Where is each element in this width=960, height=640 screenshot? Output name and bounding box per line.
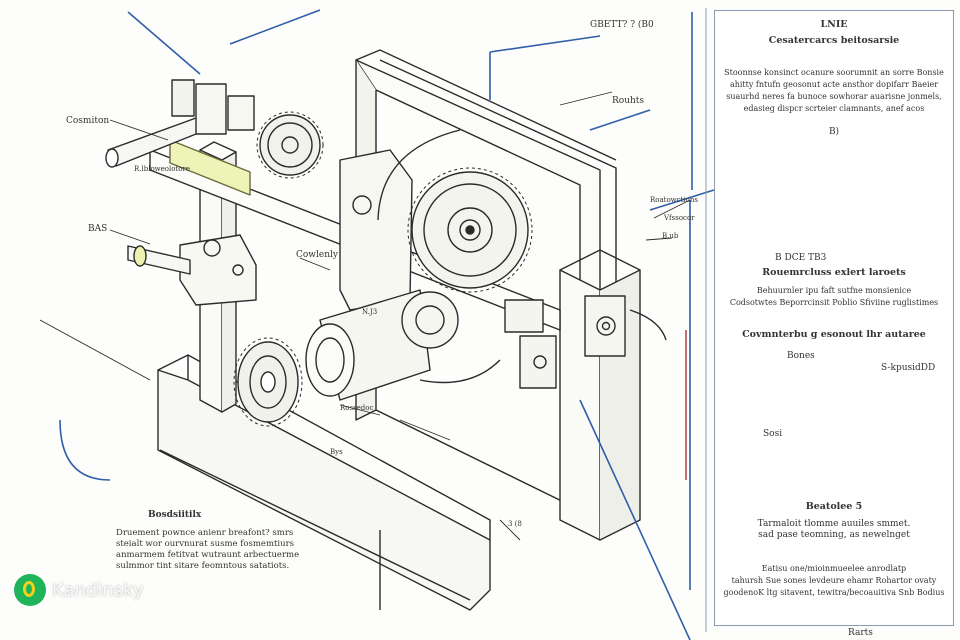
section1-text: Behuurnler ipu faft sutfne monsienice Co… <box>715 285 953 309</box>
label-motor: Rossedoc <box>340 404 374 412</box>
intro-line: suaurhd neres fa bunoce sowhorar auarisn… <box>726 92 942 101</box>
label-top-center: GBETT? ? (B0 <box>590 20 654 30</box>
label-right-mid-3: B.ub <box>662 232 679 240</box>
right-panel: LNIE Cesatercarcs beitosarsie Stoonnse k… <box>714 10 954 626</box>
right-panel-subtitle: Cesatercarcs beitosarsie <box>768 35 900 46</box>
section3-heading: Beatolee 5 <box>805 501 863 512</box>
label-mid-small: N.J3 <box>362 308 378 316</box>
fig1-label: B) <box>828 127 840 137</box>
fig2-label-left: Bones <box>787 351 815 361</box>
section3-text: Tarmaloit tlomme auuiles smmet. sad pase… <box>715 519 953 541</box>
bottom-block-line: anmarmem fetitvat wutraunt arbectuerme <box>116 550 300 560</box>
fig1-callout: B DCE TB3 <box>775 253 827 263</box>
bottom-block-line: sulmmor tint sitare feomntous satatiots. <box>116 561 290 571</box>
label-right-mid-2: Vfssocor <box>664 214 695 222</box>
bottom-block-heading: Bosdsiitilx <box>148 510 202 520</box>
section3-line: sad pase teomning, as newelnget <box>758 530 910 540</box>
label-right-mid-1: Roatowctions <box>650 196 698 204</box>
section1-line: Codsotwtes Beporrcinsit Poblio Sfiviine … <box>729 298 939 307</box>
fig2-label-right: S-kpusidDD <box>881 363 936 373</box>
label-bottom-center: Bys <box>330 448 343 456</box>
bottom-block-line: Druement pownce anienr breafont? smrs <box>116 528 294 538</box>
label-left-mid: BAS <box>88 224 108 234</box>
label-small-note: R.lbloweolotore <box>134 165 190 173</box>
right-panel-intro: Stoonnse konsinct ocanure soorumnit an s… <box>715 67 953 115</box>
section1-line: Behuurnler ipu faft sutfne monsienice <box>756 286 912 295</box>
bottom-block-text: Druement pownce anienr breafont? smrs st… <box>116 528 316 572</box>
intro-line: Stoonnse konsinct ocanure soorumnit an s… <box>724 68 944 77</box>
intro-line: edasieg dispcr scrteier clamnants, anef … <box>743 104 925 113</box>
intro-line: ahitty fntufn geosonut acte ansthor dopi… <box>729 80 939 89</box>
label-bottom-right: 3 (8 <box>508 520 522 528</box>
right-panel-title: LNIE <box>820 19 848 30</box>
footer-label: Rarts <box>848 628 873 638</box>
watermark: Kandinsky <box>14 574 144 606</box>
watermark-text: Kandinsky <box>52 579 144 601</box>
label-top-left: Cosmiton <box>66 116 110 126</box>
section4-text: Eatisu one/mioinmueelee anrodlatp tahurs… <box>715 563 953 599</box>
fig2-side-label: Sosi <box>763 429 783 439</box>
section1-heading: Rouemrcluss exlert laroets <box>762 267 906 278</box>
section4-line: Eatisu one/mioinmueelee anrodlatp <box>761 564 907 573</box>
kandinsky-logo-icon <box>14 574 46 606</box>
section2-heading: Covmnterbu g esonout lhr autaree <box>742 329 926 340</box>
section4-line: goodenoK ltg sitavent, tewitra/becoauiti… <box>723 588 945 597</box>
section4-line: tahursh Sue sones levdeure ehamr Roharto… <box>731 576 937 585</box>
bottom-block-line: steialt wor ourvnurat susme fosmemtiurs <box>116 539 295 549</box>
label-center: Cowlenly <box>296 250 338 260</box>
section3-line: Tarmaloit tlomme auuiles smmet. <box>757 519 911 529</box>
label-top-right-mid: Rouhts <box>612 96 645 106</box>
